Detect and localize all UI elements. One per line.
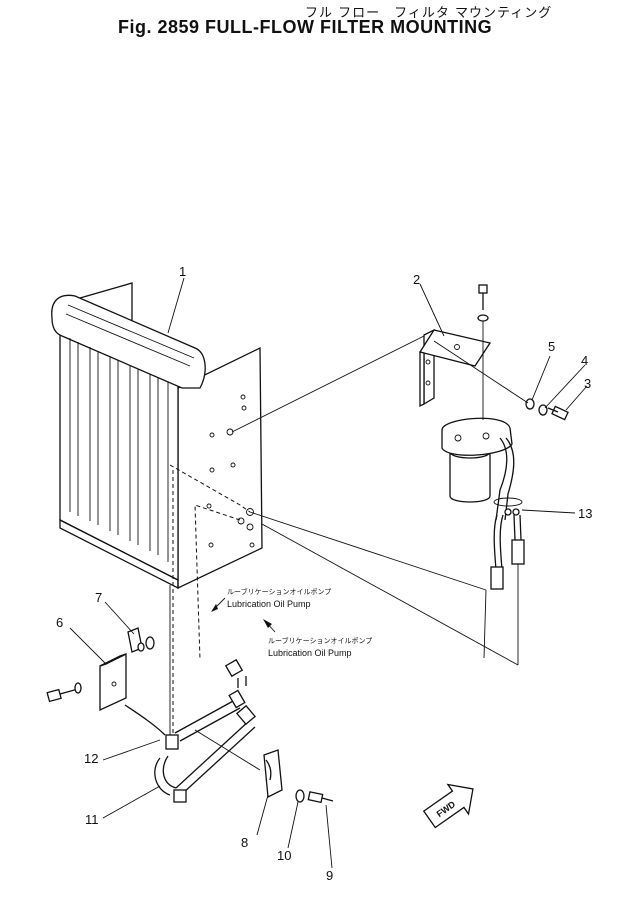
pump-label-jp-1: ルーブリケーションオイルポンプ xyxy=(227,587,331,596)
pump-label-en-2: Lubrication Oil Pump xyxy=(268,648,352,658)
bolt-washer-stack xyxy=(525,398,569,421)
callout-9: 9 xyxy=(326,868,333,883)
hose-assembly xyxy=(490,497,525,590)
callout-8: 8 xyxy=(241,835,248,850)
callout-13: 13 xyxy=(578,506,592,521)
pump-label-en-1: Lubrication Oil Pump xyxy=(227,599,311,609)
forward-arrow: FWD xyxy=(422,783,474,829)
callout-3: 3 xyxy=(584,376,591,391)
callout-11: 11 xyxy=(85,812,99,827)
callout-leaders xyxy=(69,277,588,869)
filter-bracket xyxy=(418,284,492,408)
callout-1: 1 xyxy=(179,264,186,279)
cooler-assembly xyxy=(51,282,263,590)
oil-pipes xyxy=(124,658,261,803)
callout-10: 10 xyxy=(277,848,291,863)
title-english: Fig. 2859 FULL-FLOW FILTER MOUNTING xyxy=(118,17,493,37)
title-japanese: フル フロー フィルタ マウンティング xyxy=(305,6,553,21)
callout-12: 12 xyxy=(84,751,98,766)
callout-numbers: 1 2 3 4 5 6 7 8 9 10 11 12 13 xyxy=(56,264,592,883)
filter-canister xyxy=(441,348,515,521)
callout-2: 2 xyxy=(413,272,420,287)
pump-label-jp-2: ルーブリケーションオイルポンプ xyxy=(268,636,372,645)
pump-label-2: ルーブリケーションオイルポンプ Lubrication Oil Pump xyxy=(263,619,372,658)
callout-7: 7 xyxy=(95,590,102,605)
pipe-support-bracket xyxy=(263,749,334,804)
clamp-bracket xyxy=(46,627,155,712)
assembly-lines xyxy=(169,335,529,740)
callout-6: 6 xyxy=(56,615,63,630)
callout-5: 5 xyxy=(548,339,555,354)
pump-label-1: ルーブリケーションオイルポンプ Lubrication Oil Pump xyxy=(211,587,331,612)
callout-4: 4 xyxy=(581,353,588,368)
